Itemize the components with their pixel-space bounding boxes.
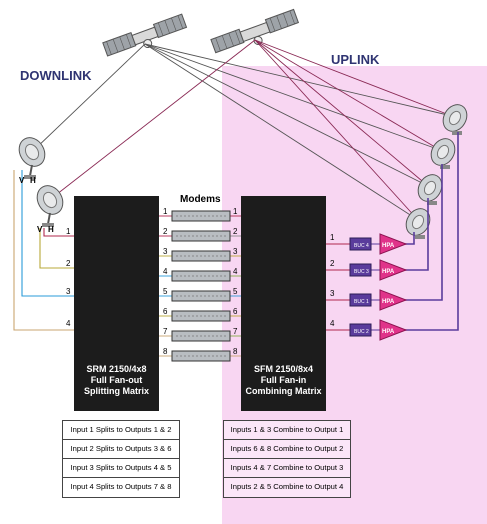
downlink-antenna-icon (18, 137, 46, 179)
srm-input-label: 4 (66, 319, 71, 328)
srm-input-label: 1 (66, 227, 71, 236)
sfm-output-label: 4 (330, 319, 335, 328)
downlink-satellite-icon (102, 13, 188, 57)
output-lines (326, 132, 459, 331)
modem-number-left: 7 (163, 327, 168, 336)
srm-type: Full Fan-out (90, 375, 143, 385)
modem-number-left: 8 (163, 347, 168, 356)
modem-number-right: 3 (233, 247, 238, 256)
modem-stack (171, 210, 231, 362)
uplink-satellite-icon (210, 8, 300, 54)
downlink-beams (33, 43, 453, 221)
combining-legend: Inputs 1 & 3 Combine to Output 1 Inputs … (223, 420, 351, 498)
modem-number-left: 4 (163, 267, 168, 276)
srm-input-label: 3 (66, 287, 71, 296)
modem-number-right: 5 (233, 287, 238, 296)
splitting-legend: Input 1 Splits to Outputs 1 & 2 Input 2 … (62, 420, 180, 498)
sfm-label: SFM 2150/8x4 Full Fan-in Combining Matri… (241, 364, 326, 397)
legend-row: Input 4 Splits to Outputs 7 & 8 (70, 482, 172, 491)
sfm-output-label: 3 (330, 289, 335, 298)
antenna-pol-label: H (30, 176, 36, 185)
uplink-title: UPLINK (331, 52, 380, 67)
hpa-label: HPA (382, 329, 395, 335)
sfm-output-label: 2 (330, 259, 335, 268)
sfm-description: Combining Matrix (245, 386, 322, 396)
modem-number-right: 8 (233, 347, 238, 356)
legend-row: Input 1 Splits to Outputs 1 & 2 (63, 421, 179, 440)
downlink-antenna-icon (36, 185, 64, 227)
legend-row: Inputs 6 & 8 Combine to Output 2 (224, 440, 350, 459)
buc-blocks (349, 237, 372, 337)
modem-number-right: 2 (233, 227, 238, 236)
uplink-beams (51, 39, 453, 221)
buc-label: BUC 4 (354, 243, 369, 249)
antenna-pol-label: V (19, 176, 25, 185)
modem-number-right: 1 (233, 207, 238, 216)
antenna-pol-label: V (37, 225, 43, 234)
sfm-type: Full Fan-in (260, 375, 307, 385)
legend-row: Input 3 Splits to Outputs 4 & 5 (63, 459, 179, 478)
modem-number-right: 6 (233, 307, 238, 316)
legend-row: Inputs 1 & 3 Combine to Output 1 (224, 421, 350, 440)
srm-model: SRM 2150/4x8 (86, 364, 147, 374)
downlink-title: DOWNLINK (20, 68, 92, 83)
srm-splitting-matrix: SRM 2150/4x8 Full Fan-out Splitting Matr… (74, 196, 159, 411)
buc-label: BUC 2 (354, 329, 369, 335)
modem-number-right: 4 (233, 267, 238, 276)
srm-label: SRM 2150/4x8 Full Fan-out Splitting Matr… (74, 364, 159, 397)
modem-number-left: 3 (163, 247, 168, 256)
sfm-combining-matrix: SFM 2150/8x4 Full Fan-in Combining Matri… (241, 196, 326, 411)
modem-number-left: 1 (163, 207, 168, 216)
hpa-blocks (379, 233, 408, 341)
uplink-antenna-icon (430, 138, 456, 169)
buc-label: BUC 1 (354, 299, 369, 305)
srm-description: Splitting Matrix (84, 386, 149, 396)
legend-row: Input 2 Splits to Outputs 3 & 6 (63, 440, 179, 459)
legend-row: Inputs 2 & 5 Combine to Output 4 (230, 482, 344, 491)
srm-input-label: 2 (66, 259, 71, 268)
hpa-label: HPA (382, 269, 395, 275)
modem-number-left: 5 (163, 287, 168, 296)
modems-title: Modems (180, 194, 221, 205)
uplink-antenna-icon (442, 104, 468, 135)
hpa-label: HPA (382, 243, 395, 249)
legend-row: Inputs 4 & 7 Combine to Output 3 (224, 459, 350, 478)
feed-lines (13, 170, 74, 331)
modem-number-right: 7 (233, 327, 238, 336)
sfm-model: SFM 2150/8x4 (253, 364, 314, 374)
uplink-antenna-icon (417, 174, 443, 205)
modem-number-left: 2 (163, 227, 168, 236)
uplink-antenna-icon (405, 208, 431, 239)
hpa-label: HPA (382, 299, 395, 305)
buc-label: BUC 3 (354, 269, 369, 275)
modem-number-left: 6 (163, 307, 168, 316)
antenna-pol-label: H (48, 225, 54, 234)
sfm-output-label: 1 (330, 233, 335, 242)
